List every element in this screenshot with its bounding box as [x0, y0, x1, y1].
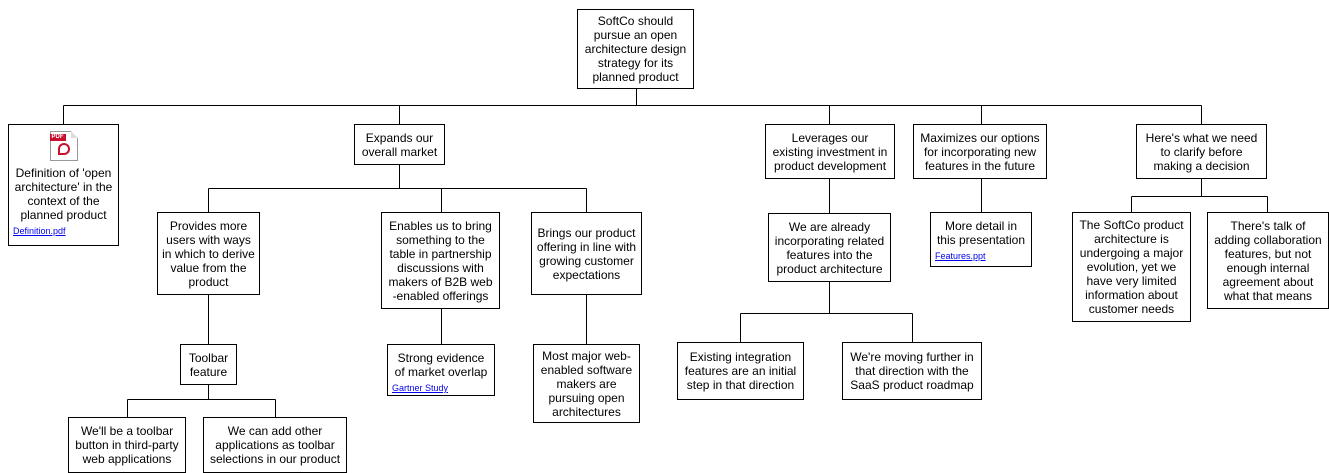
enables-partnership-label: Enables us to bring something to the tab… — [388, 218, 493, 303]
connector-toolbar — [127, 384, 276, 417]
toolbar-apps-node[interactable]: We can add other applications as toolbar… — [203, 417, 347, 473]
provides-users-node[interactable]: Provides more users with ways in which t… — [157, 212, 260, 295]
pdf-icon[interactable]: PDF — [49, 131, 78, 161]
features-ppt-link[interactable]: Features.ppt — [935, 251, 986, 261]
existing-integration-node[interactable]: Existing integration features are an ini… — [677, 342, 804, 400]
strong-evidence-node[interactable]: Strong evidence of market overlap Gartne… — [387, 344, 495, 396]
already-incorporating-node[interactable]: We are already incorporating related fea… — [768, 213, 891, 282]
definition-label: Definition of 'open architecture' in the… — [14, 166, 113, 222]
clarify-label: Here's what we need to clarify before ma… — [1145, 130, 1258, 173]
expands-market-label: Expands our overall market — [361, 130, 438, 159]
connector-clarify — [1131, 178, 1268, 212]
brings-offering-node[interactable]: Brings our product offering in line with… — [531, 212, 642, 295]
maximizes-options-node[interactable]: Maximizes our options for incorporating … — [913, 124, 1047, 179]
toolbar-feature-label: Toolbar feature — [188, 350, 229, 379]
moving-further-label: We're moving further in that direction w… — [850, 350, 974, 392]
leverages-investment-label: Leverages our existing investment in pro… — [772, 130, 888, 173]
strong-evidence-label: Strong evidence of market overlap — [394, 351, 488, 379]
more-detail-node[interactable]: More detail in this presentation Feature… — [930, 212, 1032, 267]
collaboration-label: There's talk of adding collaboration fea… — [1214, 218, 1322, 303]
root-claim-node[interactable]: SoftCo should pursue an open architectur… — [577, 9, 694, 89]
maximizes-options-label: Maximizes our options for incorporating … — [920, 130, 1040, 173]
toolbar-apps-label: We can add other applications as toolbar… — [209, 424, 341, 466]
most-major-label: Most major web-enabled software makers a… — [540, 348, 633, 419]
definition-pdf-link[interactable]: Definition.pdf — [13, 226, 66, 236]
most-major-node[interactable]: Most major web-enabled software makers a… — [533, 344, 640, 423]
definition-node[interactable]: PDF Definition of 'open architecture' in… — [8, 124, 119, 246]
collaboration-node[interactable]: There's talk of adding collaboration fea… — [1207, 212, 1329, 309]
more-detail-label: More detail in this presentation — [936, 219, 1026, 247]
leverages-investment-node[interactable]: Leverages our existing investment in pro… — [765, 124, 895, 179]
provides-users-label: Provides more users with ways in which t… — [162, 218, 255, 289]
connector-root — [63, 88, 1202, 124]
already-incorporating-label: We are already incorporating related fea… — [774, 219, 885, 276]
toolbar-button-label: We'll be a toolbar button in third-party… — [75, 424, 179, 466]
toolbar-feature-node[interactable]: Toolbar feature — [180, 344, 237, 385]
clarify-node[interactable]: Here's what we need to clarify before ma… — [1136, 124, 1267, 179]
gartner-study-link[interactable]: Gartner Study — [392, 383, 449, 393]
expands-market-node[interactable]: Expands our overall market — [354, 124, 445, 165]
connector-already — [740, 281, 913, 342]
softco-architecture-node[interactable]: The SoftCo product architecture is under… — [1072, 212, 1191, 322]
enables-partnership-node[interactable]: Enables us to bring something to the tab… — [381, 212, 500, 309]
moving-further-node[interactable]: We're moving further in that direction w… — [842, 342, 982, 400]
toolbar-button-node[interactable]: We'll be a toolbar button in third-party… — [68, 417, 186, 473]
root-claim-label: SoftCo should pursue an open architectur… — [584, 14, 687, 84]
connector-expands — [208, 164, 587, 212]
existing-integration-label: Existing integration features are an ini… — [684, 350, 797, 392]
softco-architecture-label: The SoftCo product architecture is under… — [1079, 218, 1184, 316]
brings-offering-label: Brings our product offering in line with… — [536, 225, 637, 282]
